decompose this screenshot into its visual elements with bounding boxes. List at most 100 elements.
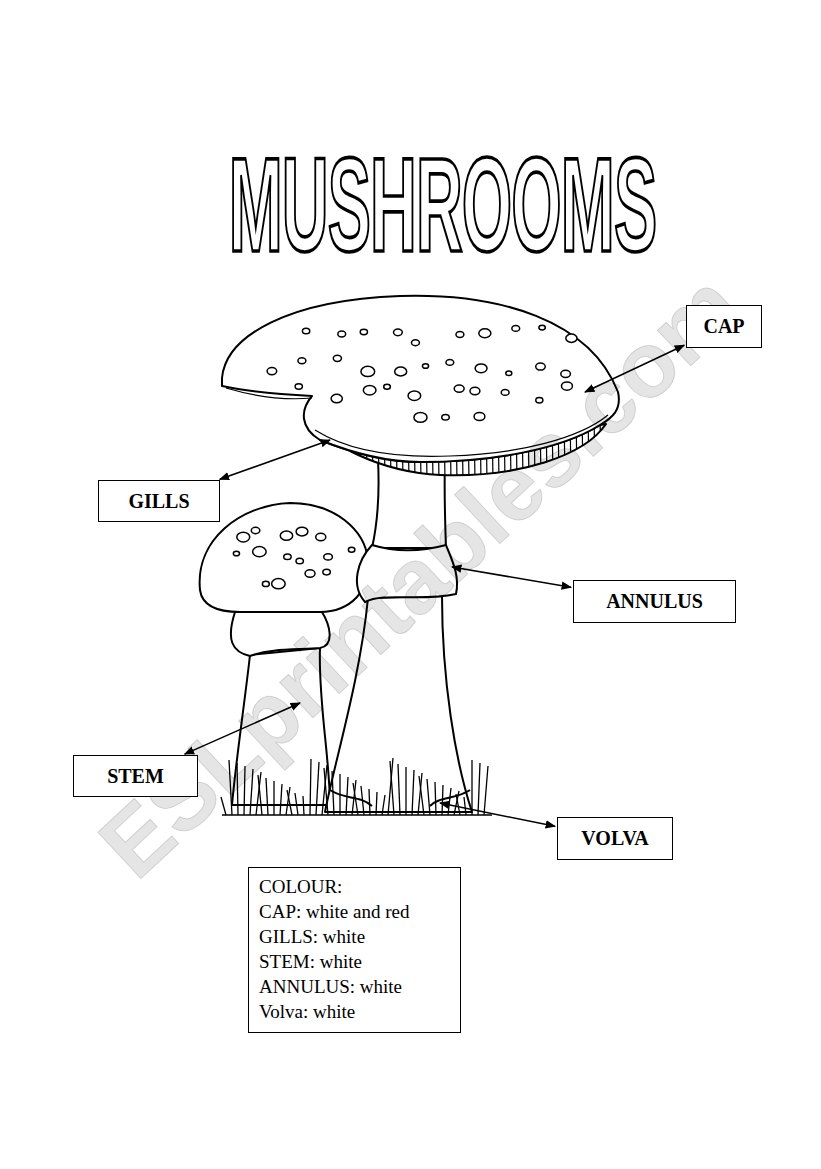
cap-spot: [296, 527, 308, 536]
small-annulus: [231, 612, 330, 656]
watermark: ESLprintables.com: [79, 252, 760, 897]
part-name: VOLVA: [581, 827, 648, 850]
leader-arrow: [440, 803, 555, 826]
part-label: ANNULUS: [573, 580, 736, 623]
cap-spot: [361, 366, 375, 376]
grass-blade: [324, 768, 328, 815]
cap-spot: [298, 358, 306, 364]
key-line: Volva: white: [259, 999, 355, 1024]
key-line: STEM: white: [259, 949, 362, 974]
ground-line: [222, 814, 492, 816]
part-label: STEM: [73, 755, 198, 797]
cap-spot: [395, 367, 407, 376]
cap-spot: [512, 326, 520, 332]
cap-spot: [561, 370, 571, 377]
grass-blade: [448, 788, 451, 815]
cap-spot: [251, 527, 260, 533]
key-line: CAP: white and red: [259, 899, 409, 924]
grass-blade: [484, 766, 488, 815]
grass-blade: [361, 786, 364, 815]
cap-spot: [253, 547, 266, 557]
grass-blade: [346, 777, 348, 815]
grass-blade: [412, 770, 414, 815]
cap-spot: [442, 414, 449, 420]
grass-blade: [419, 776, 424, 815]
grass-blade: [353, 783, 358, 815]
grass-blade: [256, 772, 261, 815]
title: MUSHROOMS: [228, 129, 656, 281]
cap-spot: [233, 551, 239, 556]
cap-spot: [324, 554, 333, 560]
colour-key: COLOUR:CAP: white and redGILLS: whiteSTE…: [248, 867, 461, 1033]
grass-blade: [454, 791, 459, 815]
cap-spot: [348, 547, 355, 552]
cap-spot: [408, 391, 421, 400]
grass-blade: [388, 758, 393, 815]
grass-blade: [435, 782, 436, 815]
grass-blade: [478, 763, 480, 815]
cap-spot: [305, 570, 315, 577]
cap-spot: [272, 579, 286, 589]
annulus: [357, 545, 457, 602]
cap-spot: [536, 363, 546, 370]
grass-blade: [273, 781, 274, 815]
key-line: GILLS: white: [259, 924, 365, 949]
grass-blade: [280, 784, 282, 815]
cap-spot: [296, 558, 303, 564]
cap-spot: [302, 328, 309, 334]
cap-spot: [501, 389, 509, 395]
grass-blade: [382, 795, 385, 815]
grass-blade: [390, 761, 394, 815]
part-name: CAP: [703, 315, 744, 338]
key-line: COLOUR:: [259, 874, 342, 899]
cap-spot: [284, 554, 291, 560]
cap-spot: [280, 531, 292, 540]
cap-spot: [237, 532, 250, 542]
grass-blade: [221, 797, 226, 815]
cap-spot: [475, 364, 487, 373]
grass-blade: [442, 785, 443, 815]
cap-spot: [316, 533, 326, 541]
cap-spot: [470, 387, 480, 394]
cap-spot: [338, 331, 346, 337]
cap-spot: [411, 340, 419, 346]
cap-spot: [262, 581, 269, 586]
cap-spot: [360, 329, 367, 334]
grass-blade: [287, 790, 292, 815]
cap-spot: [394, 329, 403, 336]
cap-spot: [267, 367, 277, 374]
big-cap: [222, 296, 619, 462]
cap-spot: [422, 364, 428, 369]
grass-blade: [376, 792, 377, 815]
grass-blade: [229, 760, 232, 815]
grass-blade: [339, 774, 340, 815]
cap-spot: [333, 355, 341, 361]
cap-spot: [384, 384, 391, 389]
grass-blade: [398, 764, 400, 815]
part-label: GILLS: [98, 480, 220, 522]
leader-arrow: [220, 440, 330, 479]
cap-spot: [566, 334, 577, 342]
grass-blade: [427, 779, 430, 815]
cap-spot: [539, 325, 545, 330]
cap-spot: [454, 385, 464, 392]
cap-spot: [561, 382, 572, 390]
grass-blade: [332, 771, 334, 815]
part-label: CAP: [686, 305, 762, 348]
grass-blade: [316, 762, 319, 815]
grass-blade: [471, 760, 472, 815]
cap-spot: [323, 569, 330, 575]
cap-spot: [414, 412, 427, 422]
cap-spot: [456, 332, 464, 338]
part-name: STEM: [107, 765, 164, 788]
part-name: ANNULUS: [606, 590, 703, 613]
cap-spot: [479, 329, 491, 338]
grass-blade: [456, 794, 460, 815]
leader-arrow: [585, 345, 684, 392]
cap-spot: [446, 360, 454, 366]
grass-blade: [266, 778, 268, 815]
key-line: ANNULUS: white: [259, 974, 402, 999]
grass-blade: [244, 766, 245, 815]
cap-spot: [363, 385, 376, 394]
grass-blade: [322, 765, 327, 815]
